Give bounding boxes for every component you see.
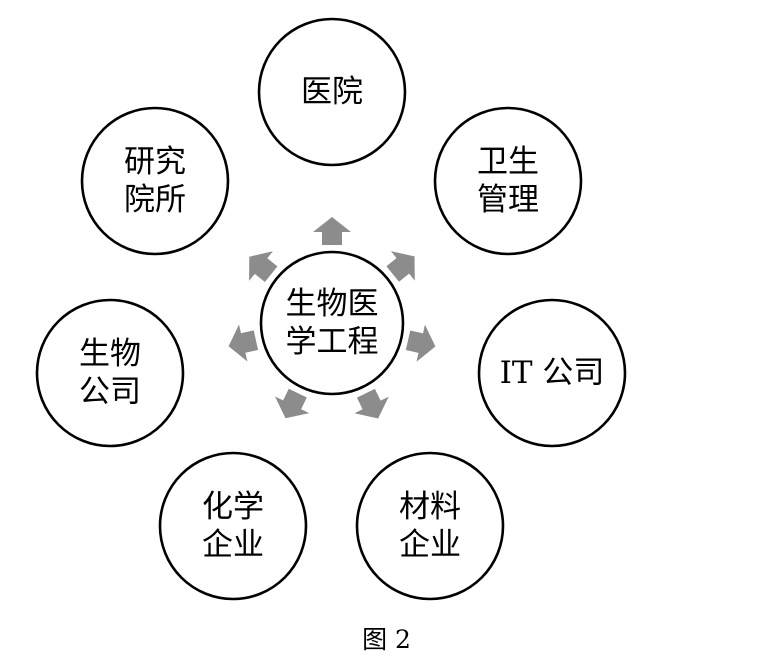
arrow-to-materials-enterprise	[354, 388, 389, 419]
arrow-to-chemical-enterprise	[275, 388, 310, 419]
node-hospital-label: 医院	[301, 74, 363, 110]
node-materials-enterprise-circle	[355, 451, 505, 601]
arrows	[228, 217, 436, 419]
arrow-to-research-institute	[249, 251, 278, 282]
arrow-to-it-company	[405, 324, 436, 362]
node-it-company-circle	[477, 298, 627, 448]
center-node-circle	[259, 250, 405, 396]
arrow-to-health-management	[386, 251, 415, 282]
node-materials-enterprise-label: 材料	[399, 489, 461, 525]
node-chemical-enterprise-label: 企业	[202, 527, 264, 563]
node-health-management-label: 卫生	[477, 144, 539, 180]
node-chemical-enterprise-label: 化学	[202, 489, 264, 525]
node-chemical-enterprise-circle	[158, 451, 308, 601]
center-node-label: 学工程	[286, 324, 379, 360]
arrow-to-hospital	[313, 217, 351, 245]
node-biotech-company-circle	[35, 298, 185, 448]
node-it-company-label: IT 公司	[500, 355, 605, 391]
node-research-institute-label: 院所	[124, 182, 186, 218]
node-research-institute-circle	[80, 106, 230, 256]
node-hospital: 医院	[257, 17, 407, 167]
node-research-institute-label: 研究	[124, 144, 186, 180]
center-node-label: 生物医	[286, 286, 379, 322]
arrow-to-biotech-company	[228, 324, 259, 362]
node-it-company: IT 公司	[477, 298, 627, 448]
figure-caption: 图 2	[362, 625, 411, 654]
node-health-management-circle	[433, 106, 583, 256]
node-health-management-label: 管理	[477, 182, 539, 218]
node-biotech-company-label: 生物	[79, 336, 141, 372]
node-materials-enterprise-label: 企业	[399, 527, 461, 563]
node-biotech-company-label: 公司	[79, 374, 141, 410]
node-hospital-circle	[257, 17, 407, 167]
